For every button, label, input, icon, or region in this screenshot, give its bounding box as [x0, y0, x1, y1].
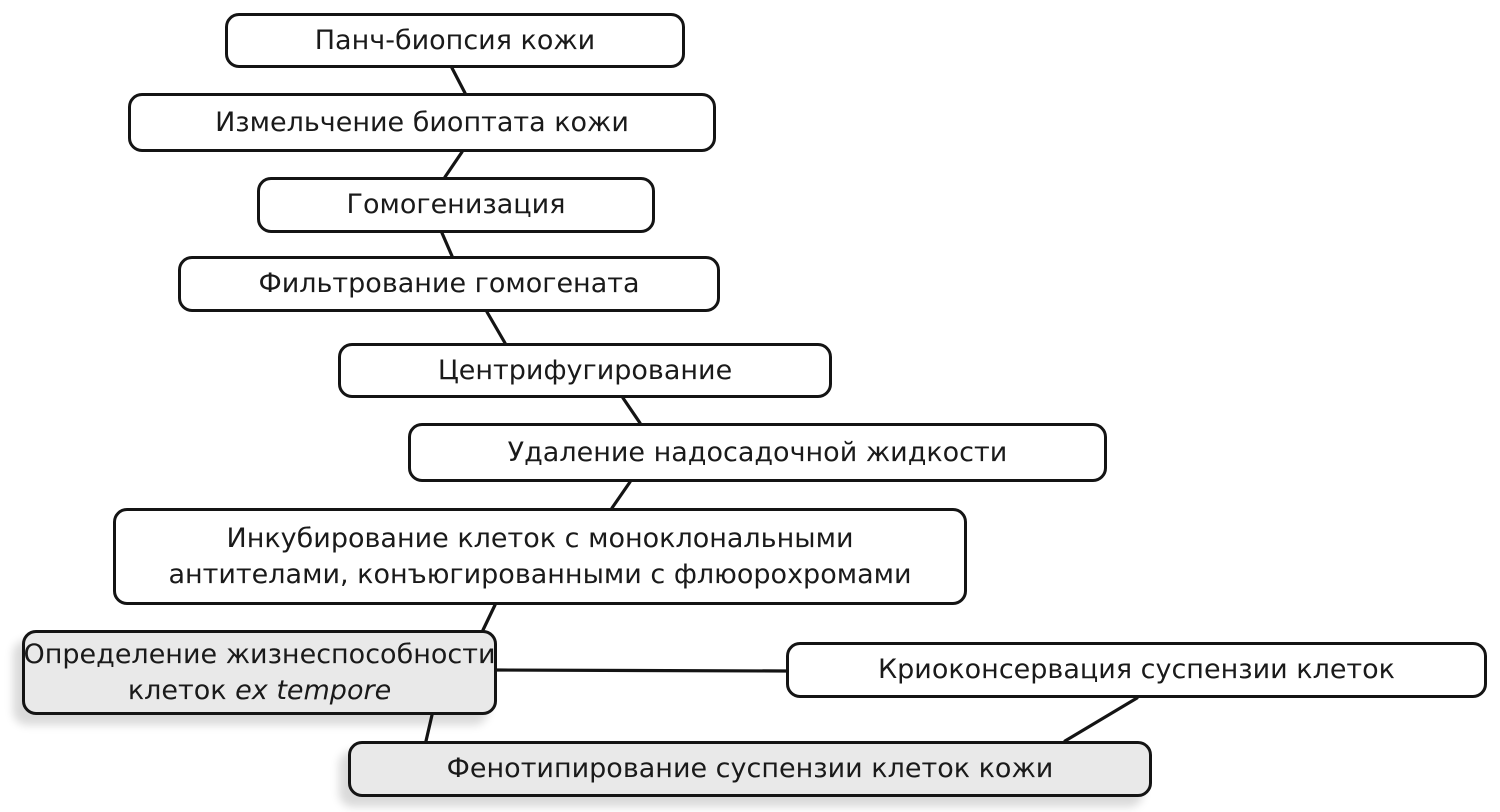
- node-viability: Определение жизнеспособности клеток ex t…: [22, 630, 497, 715]
- connector-mincing-to-homogenization: [443, 150, 464, 179]
- node-label-line2: антителами, конъюгированными с флюорохро…: [168, 558, 912, 590]
- node-centrifugation: Центрифугирование: [338, 343, 832, 398]
- node-label: Криоконсервация суспензии клеток: [877, 654, 1395, 686]
- node-label-line1: Определение жизнеспособности: [23, 639, 496, 671]
- node-label: Центрифугирование: [437, 354, 733, 386]
- connector-viability-to-phenotyping: [424, 713, 434, 743]
- node-label: Измельчение биоптата кожи: [215, 106, 629, 138]
- connector-punch-biopsy-to-mincing: [450, 66, 467, 95]
- node-filtration: Фильтрование гомогената: [178, 256, 720, 312]
- node-label: Удаление надосадочной жидкости: [507, 436, 1008, 468]
- node-label-line1: Инкубирование клеток с моноклональными: [226, 523, 854, 555]
- connector-incubation-to-viability: [481, 603, 497, 632]
- connector-viability-to-cryopreservation: [495, 668, 790, 673]
- node-label: Гомогенизация: [346, 189, 566, 221]
- node-punch-biopsy: Панч-биопсия кожи: [225, 13, 685, 68]
- connector-supernatant-removal-to-incubation: [610, 480, 632, 510]
- connector-centrifugation-to-supernatant-removal: [621, 396, 642, 425]
- node-mincing: Измельчение биоптата кожи: [128, 93, 716, 152]
- node-phenotyping: Фенотипирование суспензии клеток кожи: [348, 741, 1152, 797]
- connector-homogenization-to-filtration: [440, 231, 454, 258]
- node-label-line2: клеток ex tempore: [128, 673, 391, 708]
- connector-cryopreservation-to-phenotyping: [1063, 696, 1139, 743]
- node-label: Фенотипирование суспензии клеток кожи: [446, 753, 1054, 785]
- node-label-line2-regular: клеток: [127, 674, 236, 706]
- node-cryopreservation: Криоконсервация суспензии клеток: [786, 642, 1487, 698]
- connector-filtration-to-centrifugation: [485, 310, 507, 345]
- node-incubation: Инкубирование клеток с моноклональными а…: [113, 508, 967, 605]
- node-label-line2-italic: ex tempore: [235, 674, 392, 706]
- node-homogenization: Гомогенизация: [257, 177, 655, 233]
- node-label: Фильтрование гомогената: [258, 268, 640, 300]
- node-label: Панч-биопсия кожи: [314, 24, 596, 56]
- node-supernatant-removal: Удаление надосадочной жидкости: [408, 423, 1107, 482]
